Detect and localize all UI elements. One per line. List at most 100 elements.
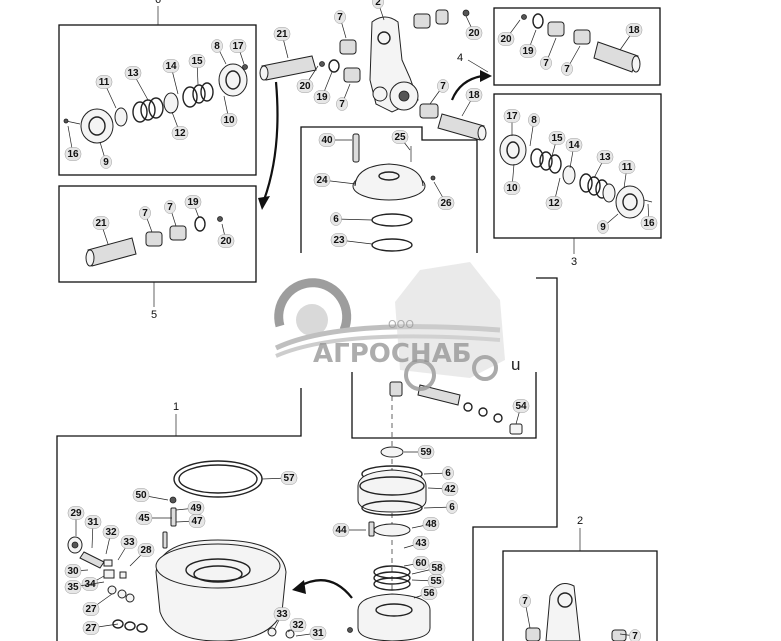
callout-badge xyxy=(336,97,348,111)
callout-17: 17 xyxy=(503,109,521,136)
callout-badge xyxy=(437,196,455,210)
watermark-prefix: ООО xyxy=(388,318,414,331)
callout-21: 21 xyxy=(273,27,291,59)
callout-badge xyxy=(313,90,331,104)
panel-3-parts xyxy=(499,134,653,219)
callout-number: 32 xyxy=(105,527,117,538)
callout-badge xyxy=(618,160,636,174)
callout-40: 40 xyxy=(318,133,352,147)
callout-badge xyxy=(289,618,307,632)
callout-badge xyxy=(124,66,142,80)
callout-33: 33 xyxy=(117,535,138,561)
callout-8: 8 xyxy=(528,113,540,147)
callout-43: 43 xyxy=(403,536,430,550)
callout-badge xyxy=(503,181,521,195)
callout-55: 55 xyxy=(411,574,445,588)
callout-6: 6 xyxy=(423,500,458,514)
callout-badge xyxy=(184,195,202,209)
panel-2-label: 2 xyxy=(577,515,583,527)
callout-17: 17 xyxy=(229,39,247,65)
bottom-main-housing xyxy=(67,460,295,641)
callout-number: 40 xyxy=(321,135,333,146)
callout-48: 48 xyxy=(411,517,440,531)
callout-badge xyxy=(503,109,521,123)
arrow-bottom xyxy=(299,579,353,599)
callout-number: 43 xyxy=(415,538,427,549)
callout-number: 33 xyxy=(276,609,288,620)
callout-badge xyxy=(188,54,206,68)
callout-number: 17 xyxy=(506,111,518,122)
callout-badge xyxy=(82,621,100,635)
callout-11: 11 xyxy=(618,160,636,189)
callout-number: 7 xyxy=(522,596,528,607)
top-bushings xyxy=(319,9,470,119)
callout-badge xyxy=(545,196,563,210)
callout-number: 9 xyxy=(600,222,606,233)
callout-badge xyxy=(280,471,298,485)
callout-badge xyxy=(332,523,350,537)
callout-badge xyxy=(528,113,540,127)
callout-number: 7 xyxy=(339,99,345,110)
callout-20: 20 xyxy=(465,15,483,40)
callout-badge xyxy=(330,233,348,247)
callout-27: 27 xyxy=(82,621,119,635)
callout-badge xyxy=(625,23,643,37)
callout-number: 7 xyxy=(632,631,638,641)
callout-number: 18 xyxy=(468,90,480,101)
callout-number: 33 xyxy=(123,537,135,548)
callout-54: 54 xyxy=(512,399,530,425)
callout-badge xyxy=(188,514,206,528)
callout-7: 7 xyxy=(561,45,581,76)
callout-badge xyxy=(465,88,483,102)
bottom-center-stack xyxy=(347,446,431,641)
callout-number: 6 xyxy=(333,214,339,225)
watermark: ООО АГРОСНАБ xyxy=(274,262,505,391)
panel-3-frame xyxy=(493,93,662,239)
callout-21: 21 xyxy=(92,216,110,245)
arrowhead-panel-4 xyxy=(480,70,492,82)
callout-badge xyxy=(565,138,583,152)
callout-number: 30 xyxy=(67,566,79,577)
callout-11: 11 xyxy=(95,75,117,109)
callout-badge xyxy=(64,147,82,161)
callout-7: 7 xyxy=(519,594,531,629)
panel-5-label: 5 xyxy=(151,309,157,321)
callout-number: 13 xyxy=(599,152,611,163)
callout-badge xyxy=(561,62,573,76)
callout-15: 15 xyxy=(188,54,206,85)
panel-1-right-frame xyxy=(472,277,558,641)
panel-6-parts xyxy=(63,63,248,144)
callout-number: 2 xyxy=(375,0,381,8)
callout-badge xyxy=(597,220,609,234)
callout-badge xyxy=(135,511,153,525)
callout-number: 9 xyxy=(103,157,109,168)
callout-badge xyxy=(519,44,537,58)
callout-31: 31 xyxy=(295,626,327,640)
panel-4-parts xyxy=(521,13,641,73)
arrow-to-panel-5 xyxy=(262,81,279,201)
callout-number: 47 xyxy=(191,516,203,527)
callout-number: 44 xyxy=(335,525,347,536)
callout-14: 14 xyxy=(162,59,180,95)
callout-badge xyxy=(427,574,445,588)
panel-5-parts xyxy=(85,216,223,267)
callout-badge xyxy=(273,607,291,621)
callout-badge xyxy=(229,39,247,53)
callout-7: 7 xyxy=(164,200,177,227)
callout-number: 48 xyxy=(425,519,437,530)
callout-20: 20 xyxy=(497,19,521,46)
callout-badge xyxy=(420,586,438,600)
callout-number: 12 xyxy=(548,198,560,209)
callout-badge xyxy=(137,543,155,557)
callout-number: 45 xyxy=(138,513,150,524)
callout-number: 56 xyxy=(423,588,435,599)
callout-50: 50 xyxy=(132,488,169,502)
panel-lower-center-frame xyxy=(351,372,537,439)
top-shaft-18 xyxy=(437,113,487,141)
callout-number: 10 xyxy=(223,115,235,126)
stray-letter: u xyxy=(511,355,520,374)
panel-3-label: 3 xyxy=(571,256,577,268)
callout-58: 58 xyxy=(411,561,446,575)
callout-number: 27 xyxy=(85,623,97,634)
callout-number: 49 xyxy=(190,503,202,514)
